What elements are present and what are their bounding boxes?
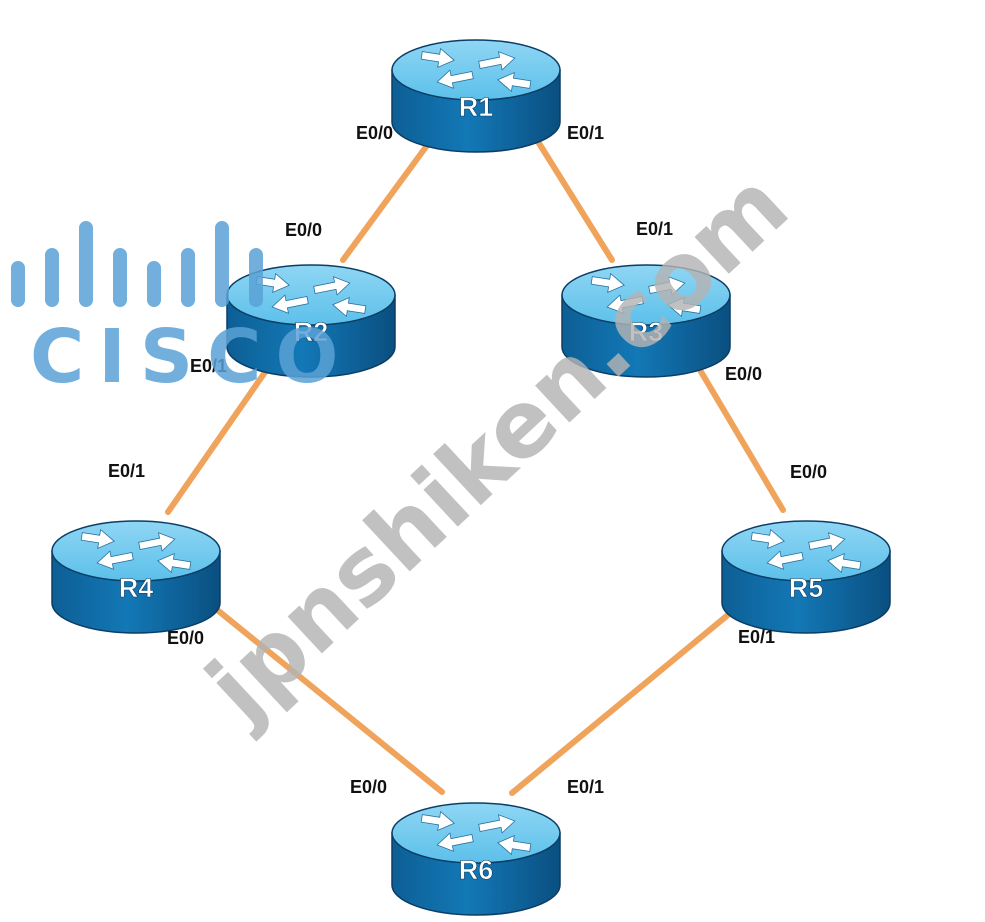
cisco-logo-bars-icon xyxy=(11,221,263,307)
router-r3: R3 xyxy=(561,264,731,378)
link-r1-r3 xyxy=(534,137,615,263)
interface-label-r3: E0/1 xyxy=(636,219,673,239)
link-r2-r4 xyxy=(165,362,273,515)
interface-label-r4: E0/1 xyxy=(108,461,145,481)
link-r1-r2 xyxy=(340,137,434,263)
interface-label-r6: E0/0 xyxy=(350,777,387,797)
interface-label-r2: E0/0 xyxy=(285,220,322,240)
router-label-r4: R4 xyxy=(119,573,154,603)
interface-label-r1: E0/0 xyxy=(356,123,393,143)
router-arrows-icon xyxy=(420,810,532,856)
interface-label-r2: E0/1 xyxy=(190,356,227,376)
link-r3-r5 xyxy=(697,367,786,513)
router-label-r1: R1 xyxy=(459,92,494,122)
link-r5-r6 xyxy=(509,602,743,796)
interface-label-r3: E0/0 xyxy=(725,364,762,384)
cisco-logo-text: CISCO xyxy=(30,314,352,400)
router-arrows-icon xyxy=(590,272,702,318)
interface-label-r4: E0/0 xyxy=(167,628,204,648)
router-r6: R6 xyxy=(391,802,561,916)
router-label-r5: R5 xyxy=(789,573,824,603)
router-r4: R4 xyxy=(51,520,221,634)
site-watermark-text: jpnshiken.com xyxy=(184,151,808,743)
router-r5: R5 xyxy=(721,520,891,634)
interface-label-r1: E0/1 xyxy=(567,123,604,143)
interface-label-r6: E0/1 xyxy=(567,777,604,797)
router-r1: R1 xyxy=(391,39,561,153)
router-arrows-icon xyxy=(420,47,532,93)
router-r2: R2 xyxy=(226,264,396,378)
router-label-r2: R2 xyxy=(294,317,329,347)
links-layer xyxy=(165,137,786,796)
router-arrows-icon xyxy=(255,272,367,318)
router-arrows-icon xyxy=(750,528,862,574)
cisco-logo-watermark: CISCO xyxy=(11,221,352,400)
interface-label-r5: E0/1 xyxy=(738,627,775,647)
router-label-r3: R3 xyxy=(629,317,664,347)
link-r4-r6 xyxy=(202,597,445,795)
interface-labels-layer: E0/0E0/0E0/1E0/1E0/1E0/1E0/0E0/0E0/0E0/0… xyxy=(108,123,827,797)
router-label-r6: R6 xyxy=(459,855,494,885)
router-arrows-icon xyxy=(80,528,192,574)
interface-label-r5: E0/0 xyxy=(790,462,827,482)
